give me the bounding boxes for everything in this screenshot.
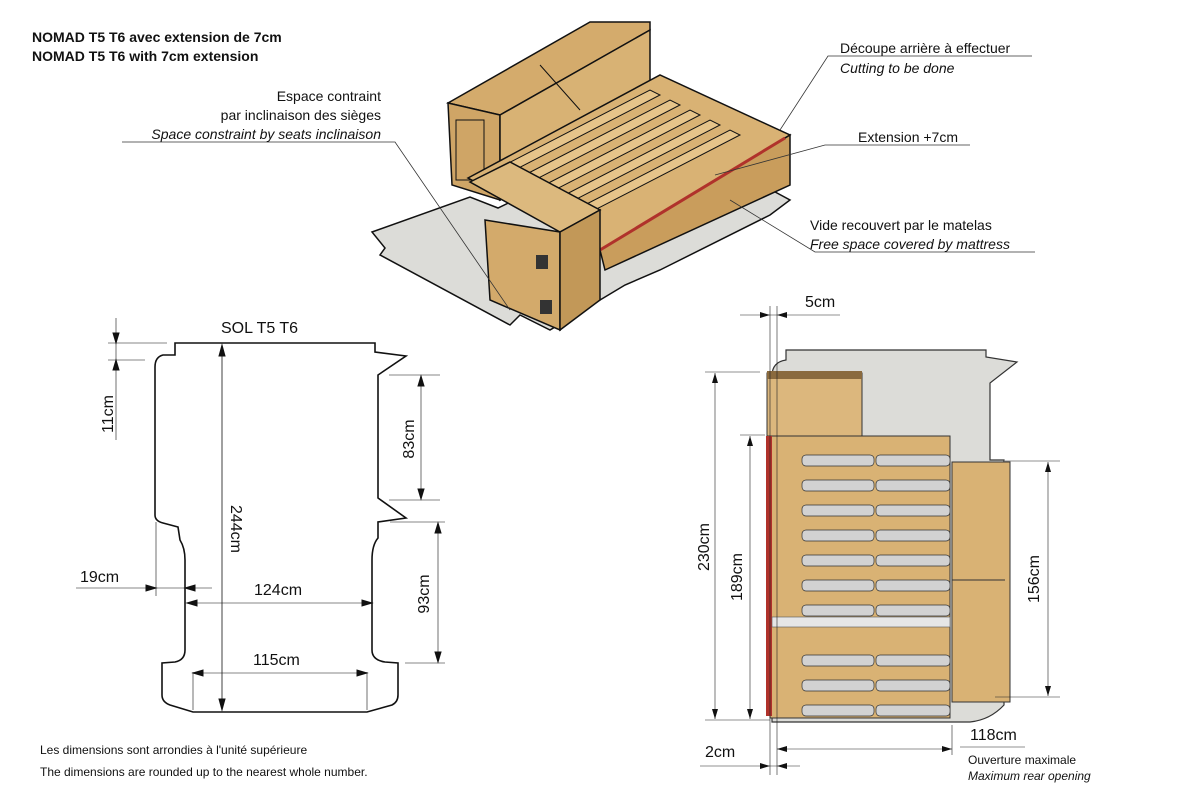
dim-wheel-arch-length: 93cm xyxy=(416,574,433,614)
slat-gap xyxy=(875,454,951,467)
slat-gap xyxy=(875,704,951,717)
title-en: NOMAD T5 T6 with 7cm extension xyxy=(32,48,259,64)
slat-gap xyxy=(875,479,951,492)
dim-floor-length: 244cm xyxy=(227,504,244,554)
isometric-view xyxy=(122,21,1035,332)
top-side-cabinet xyxy=(951,461,1011,703)
floor-outline xyxy=(154,342,409,713)
callout-free-space-fr: Vide recouvert par le matelas xyxy=(810,217,992,233)
dim-width-between-arches: 124cm xyxy=(254,582,303,599)
dim-top-offset: 11cm xyxy=(100,395,117,433)
note-fr: Les dimensions sont arrondies à l'unité … xyxy=(40,743,308,757)
callout-extension: Extension +7cm xyxy=(858,129,958,145)
slat-gap xyxy=(801,454,875,467)
iso-cabinet-door xyxy=(455,119,485,181)
slat-gap xyxy=(875,504,951,517)
dim-rear-width: 115cm xyxy=(253,652,300,669)
iso-callout-lines xyxy=(122,55,1035,311)
dim-rear-gap: 2cm xyxy=(705,744,736,761)
dim-front-gap: 5cm xyxy=(805,294,836,311)
slat-gap xyxy=(875,579,951,592)
callout-cutting-fr: Découpe arrière à effectuer xyxy=(840,40,1011,56)
slat-gap xyxy=(801,579,875,592)
slat-gap xyxy=(801,679,875,692)
slat-gap xyxy=(801,554,875,567)
slat-gap xyxy=(875,554,951,567)
top-bed xyxy=(769,435,951,719)
note-en: The dimensions are rounded up to the nea… xyxy=(40,765,368,779)
slat-gap xyxy=(875,679,951,692)
callout-seats-en: Space constraint by seats inclinaison xyxy=(151,126,381,142)
slat-gap xyxy=(801,529,875,542)
slat-gap xyxy=(801,654,875,667)
top-front-cabinet xyxy=(766,372,863,437)
dim-side-door: 83cm xyxy=(401,419,418,459)
top-slats xyxy=(801,454,951,717)
top-dim-lines xyxy=(700,306,1060,775)
iso-red-edge xyxy=(599,136,786,252)
slat-gap xyxy=(801,604,875,617)
rear-opening-en: Maximum rear opening xyxy=(968,769,1091,783)
slat-gap xyxy=(801,704,875,717)
dim-cabinet-length: 156cm xyxy=(1026,554,1043,604)
callout-seats-fr2: par inclinaison des sièges xyxy=(220,107,381,123)
slat-gap xyxy=(801,504,875,517)
slat-gap xyxy=(875,604,951,617)
title-fr: NOMAD T5 T6 avec extension de 7cm xyxy=(32,29,282,45)
rear-opening-fr: Ouverture maximale xyxy=(968,753,1077,767)
slat-gap xyxy=(875,654,951,667)
slat-gap xyxy=(875,529,951,542)
iso-front-cabinet-side xyxy=(559,208,601,332)
top-dim-arrows xyxy=(712,312,1051,769)
dim-overall-length: 230cm xyxy=(696,522,713,572)
callout-cutting-en: Cutting to be done xyxy=(840,60,955,76)
callout-seats-fr1: Espace contraint xyxy=(276,88,381,104)
dim-arch-depth: 19cm xyxy=(80,569,120,586)
top-view xyxy=(700,306,1060,775)
dim-rear-opening: 118cm xyxy=(970,727,1017,744)
iso-slats xyxy=(493,89,742,216)
slat-gap xyxy=(801,479,875,492)
callout-free-space-en: Free space covered by mattress xyxy=(810,236,1010,252)
top-center-rail xyxy=(771,616,951,628)
iso-vent xyxy=(536,255,548,269)
dim-bed-length: 189cm xyxy=(729,552,746,602)
top-red-edge xyxy=(766,436,772,716)
floor-plan-title: SOL T5 T6 xyxy=(221,320,299,337)
floor-plan xyxy=(76,318,445,713)
